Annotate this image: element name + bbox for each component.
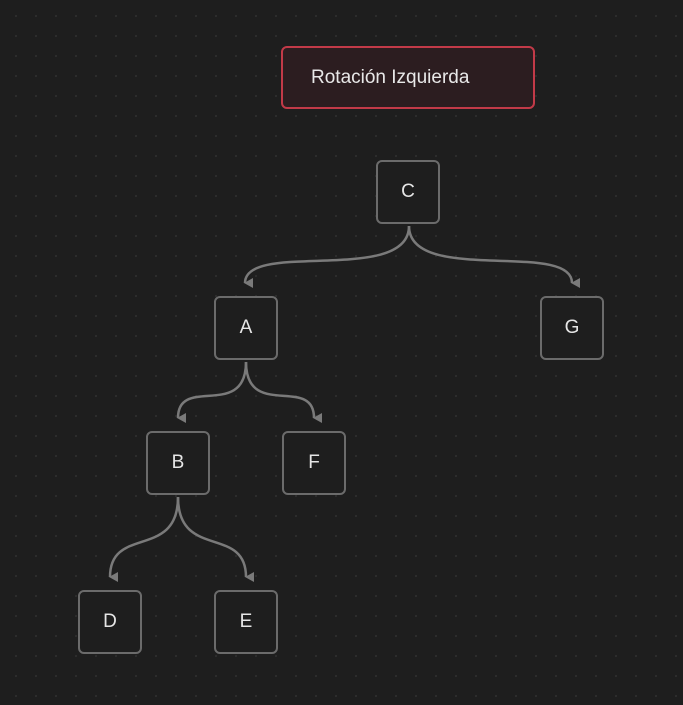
node-c[interactable]: C: [376, 160, 440, 224]
node-f-label: F: [308, 452, 320, 473]
node-d[interactable]: D: [78, 590, 142, 654]
node-a[interactable]: A: [214, 296, 278, 360]
node-g[interactable]: G: [540, 296, 604, 360]
title-card[interactable]: Rotación Izquierda: [281, 46, 535, 109]
node-c-label: C: [401, 181, 415, 202]
node-g-label: G: [564, 317, 580, 338]
edge-c-g: [407, 225, 581, 288]
edge-b-e: [176, 496, 255, 582]
node-a-label: A: [239, 317, 253, 338]
edge-a-f: [244, 361, 323, 423]
node-b[interactable]: B: [146, 431, 210, 495]
node-f[interactable]: F: [282, 431, 346, 495]
node-d-label: D: [103, 611, 117, 632]
edge-c-a: [243, 225, 411, 289]
edge-b-d: [108, 496, 180, 583]
node-e[interactable]: E: [214, 590, 278, 654]
node-e-label: E: [239, 611, 253, 632]
title-label: Rotación Izquierda: [311, 66, 470, 88]
edge-a-b: [176, 361, 248, 424]
node-b-label: B: [171, 452, 185, 473]
